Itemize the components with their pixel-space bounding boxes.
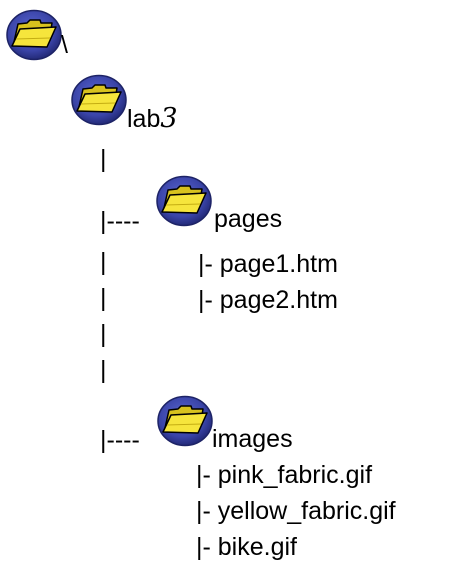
file-item[interactable]: |- pink_fabric.gif <box>196 461 373 489</box>
tree-pipe: | <box>100 248 107 276</box>
folder-label-images[interactable]: images <box>212 425 293 453</box>
tree-branch: |---- <box>100 207 140 235</box>
tree-branch: |---- <box>100 426 140 454</box>
lab-prefix: lab <box>127 105 161 133</box>
lab-number: 3 <box>160 103 178 134</box>
folder-label-lab3[interactable]: lab3 <box>127 105 178 132</box>
tree-pipe: | <box>100 284 107 312</box>
folder-icon[interactable] <box>70 74 128 126</box>
root-label: \ <box>61 31 68 59</box>
folder-label-pages[interactable]: pages <box>214 205 283 233</box>
folder-icon[interactable] <box>156 395 214 447</box>
file-item[interactable]: |- yellow_fabric.gif <box>196 497 396 525</box>
file-item[interactable]: |- page2.htm <box>198 286 338 314</box>
folder-icon[interactable] <box>5 9 63 61</box>
file-item[interactable]: |- page1.htm <box>198 250 338 278</box>
folder-icon[interactable] <box>155 175 213 227</box>
file-item[interactable]: |- bike.gif <box>196 533 297 561</box>
tree-pipe: | <box>100 356 107 384</box>
tree-pipe: | <box>100 145 107 173</box>
tree-pipe: | <box>100 320 107 348</box>
